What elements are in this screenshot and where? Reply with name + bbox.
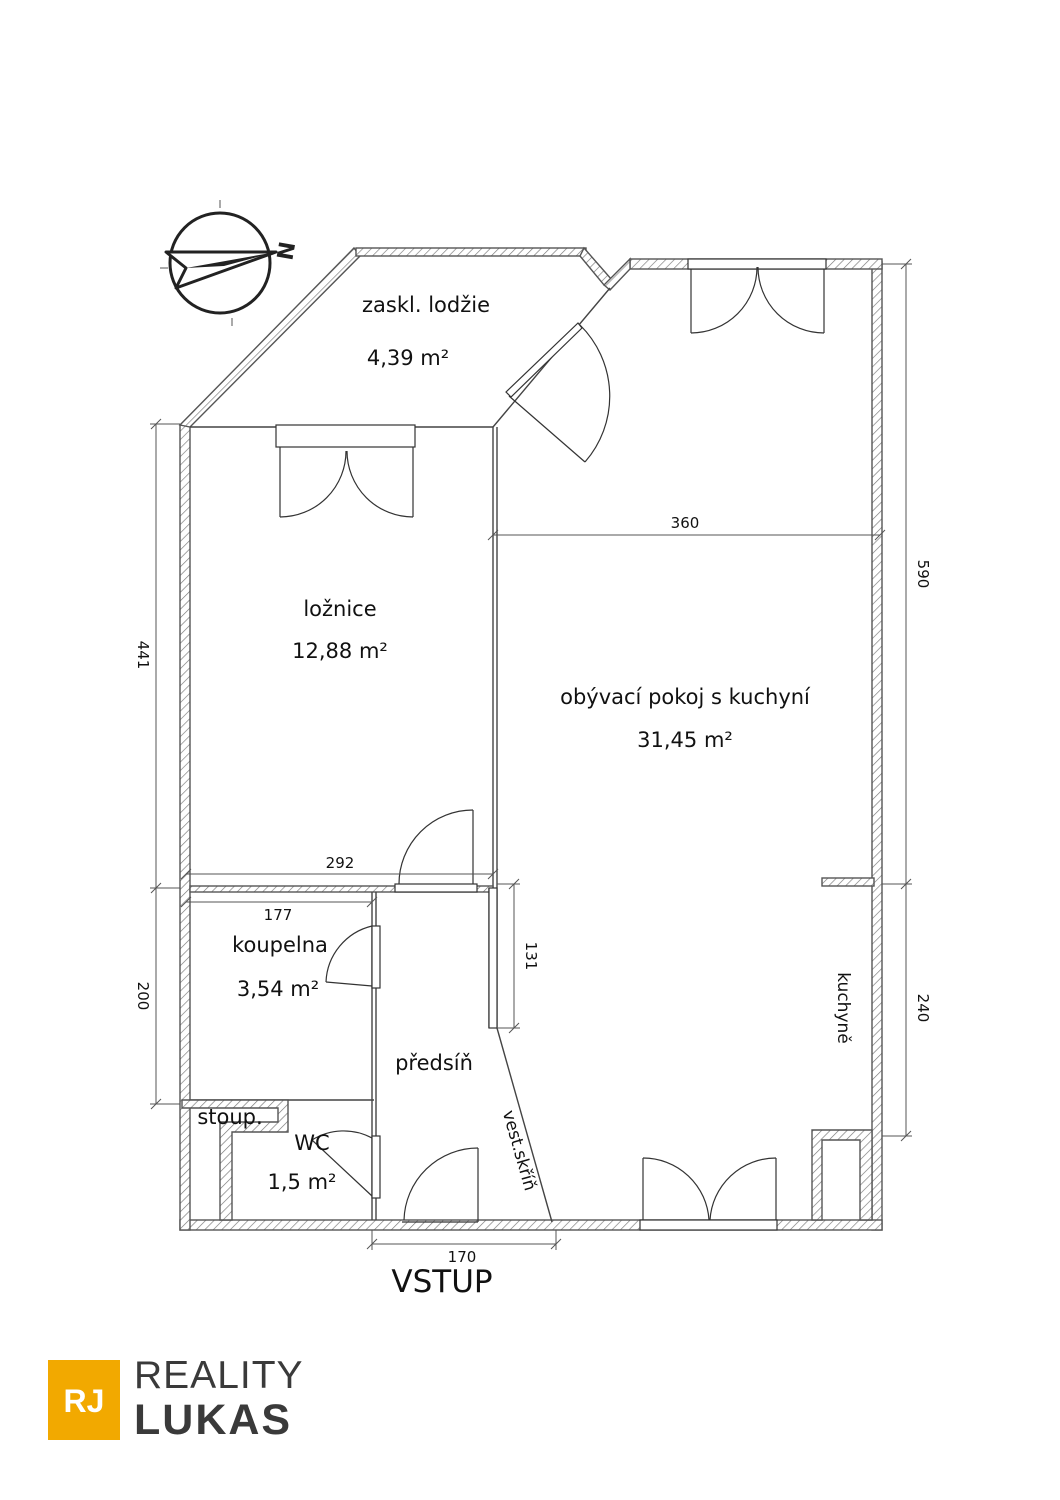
loggia-area: 4,39 m²: [367, 346, 449, 370]
riser-label: stoup.: [197, 1105, 262, 1129]
dim-living-width: 360: [671, 514, 700, 532]
loggia-name: zaskl. lodžie: [362, 293, 490, 317]
kitchen-label: kuchyně: [833, 972, 853, 1044]
living-area: 31,45 m²: [637, 728, 733, 752]
logo-wordmark: REALITY LUKAS: [134, 1356, 304, 1442]
wc-area: 1,5 m²: [268, 1170, 337, 1194]
dim-right-top: 590: [914, 560, 932, 589]
dim-bedroom-width: 292: [326, 854, 355, 872]
dim-right-bottom: 240: [914, 994, 932, 1023]
bedroom-window: [275, 424, 416, 448]
doors: [279, 266, 825, 1223]
wc-door: [311, 1130, 381, 1199]
north-arrow-icon: N: [160, 200, 301, 326]
loggia-door: [505, 322, 611, 463]
wardrobe-label: vest.skříň: [498, 1108, 540, 1193]
bottom-double-door: [642, 1157, 777, 1221]
windows: [275, 258, 827, 1231]
dim-hall-depth: 131: [522, 942, 540, 971]
bathroom-door: [325, 925, 381, 989]
living-name: obývací pokoj s kuchyní: [560, 685, 811, 709]
dim-left-top: 441: [134, 641, 152, 670]
living-window-door: [690, 266, 825, 334]
north-letter: N: [273, 240, 301, 262]
hall-sliding-panel: [488, 887, 498, 1029]
bottom-window: [639, 1219, 778, 1231]
dim-entry-width: 170: [448, 1248, 477, 1266]
bathroom-name: koupelna: [232, 933, 328, 957]
dim-bathroom-width: 177: [264, 906, 293, 924]
logo-line2: LUKAS: [134, 1396, 293, 1444]
bedroom-balcony-door: [279, 447, 414, 518]
outer-walls: [178, 246, 883, 1231]
entrance-label: VSTUP: [391, 1264, 492, 1300]
entrance-door: [402, 1147, 479, 1223]
bedroom-name: ložnice: [303, 597, 376, 621]
logo-mark: RJ: [64, 1383, 105, 1419]
wc-name: WC: [294, 1131, 329, 1155]
dimension-lines: [150, 258, 912, 1250]
bedroom-area: 12,88 m²: [292, 639, 388, 663]
dim-left-bottom: 200: [134, 982, 152, 1011]
bathroom-area: 3,54 m²: [237, 977, 319, 1001]
logo-mark-icon: RJ: [48, 1360, 120, 1440]
bedroom-door: [394, 809, 478, 893]
logo-line1: REALITY: [134, 1354, 304, 1397]
hall-name: předsíň: [395, 1051, 473, 1075]
